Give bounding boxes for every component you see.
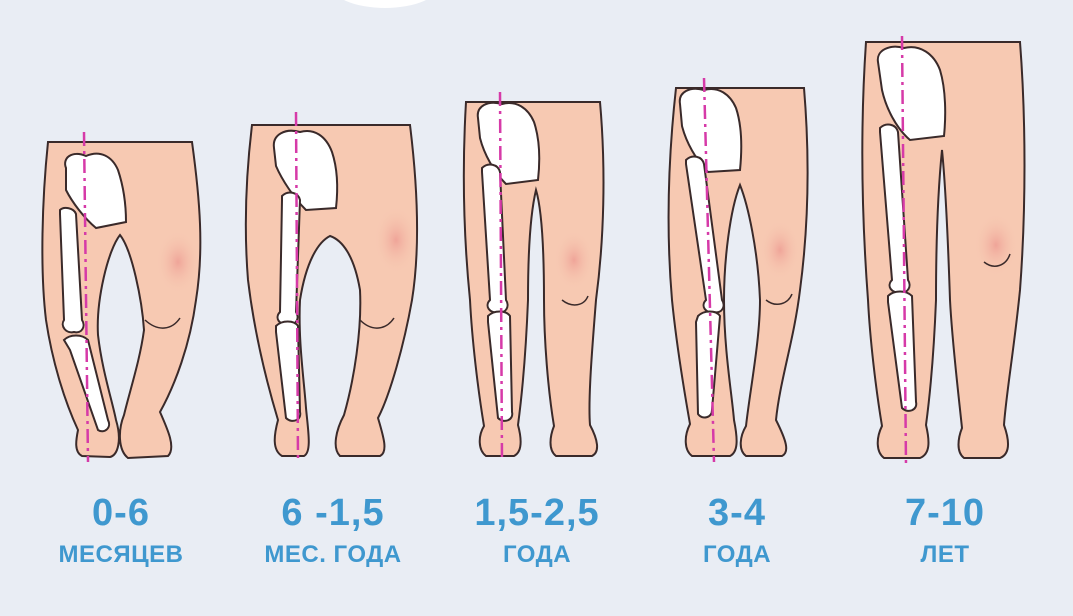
axis-line — [702, 77, 716, 463]
stage-unit: ГОДА — [702, 541, 772, 568]
stage-figure-7-10-years — [861, 35, 1026, 467]
axis-line — [900, 35, 908, 467]
stage-figure-3-4-years — [667, 77, 809, 463]
stage-figure-6-18-months — [244, 111, 419, 463]
femur-bone — [879, 123, 911, 294]
femur-bone — [59, 206, 85, 334]
stage-unit: МЕСЯЦЕВ — [58, 541, 184, 568]
stage-age: 1,5-2,5 — [474, 492, 600, 534]
stage-label-1-5-2-5: 1,5-2,5 ГОДА — [432, 492, 642, 570]
stage-unit: МЕС. ГОДА — [264, 541, 402, 568]
stage-label-7-10: 7-10 ЛЕТ — [840, 492, 1050, 570]
stage-label-6-1-5: 6 -1,5 МЕС. ГОДА — [228, 492, 438, 570]
top-decoration — [330, 0, 440, 8]
axis-line — [82, 131, 90, 463]
axis-line — [294, 111, 300, 463]
stage-figure-1-5-2-5-years — [462, 91, 605, 463]
stage-age: 7-10 — [904, 492, 986, 534]
stage-unit: ГОДА — [502, 541, 572, 568]
femur-bone — [685, 155, 725, 314]
pelvis-bone — [64, 152, 128, 230]
stage-unit: ЛЕТ — [920, 541, 970, 568]
stage-label-0-6: 0-6 МЕСЯЦЕВ — [16, 492, 226, 570]
tibia-bone — [887, 290, 918, 412]
pelvis-bone — [876, 45, 947, 142]
tibia-bone — [487, 310, 514, 422]
stage-figure-0-6-months — [41, 131, 202, 463]
stage-age: 6 -1,5 — [281, 492, 385, 534]
stage-age: 3-4 — [708, 492, 766, 534]
axis-line — [498, 91, 504, 463]
tibia-bone — [275, 320, 302, 422]
femur-bone — [276, 191, 302, 326]
stage-label-3-4: 3-4 ГОДА — [632, 492, 842, 570]
stage-age: 0-6 — [92, 492, 150, 534]
